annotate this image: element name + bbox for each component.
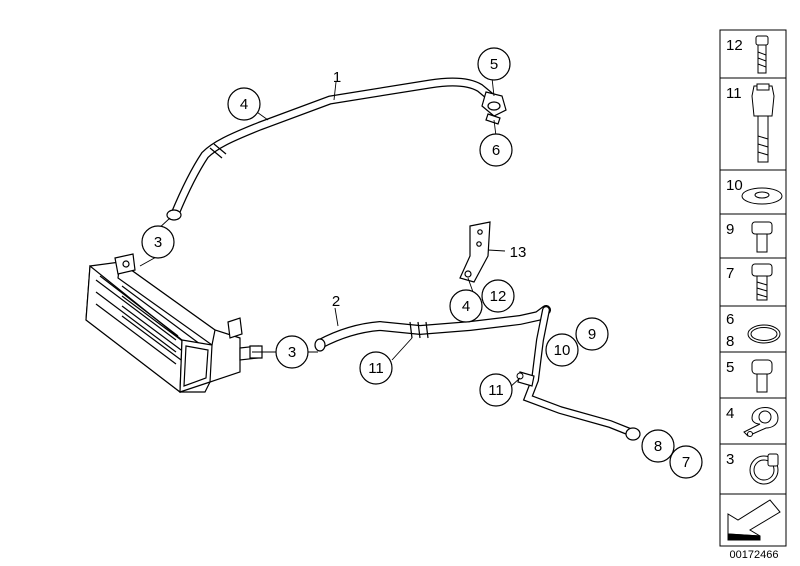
mounting-bracket [459,221,491,283]
svg-text:3: 3 [154,234,162,251]
svg-text:1: 1 [333,69,341,86]
svg-text:3: 3 [726,451,734,468]
legend-row-9: 9 [726,221,773,253]
svg-text:5: 5 [490,56,498,73]
svg-text:4: 4 [462,298,470,315]
callout-2: 2 [332,293,340,310]
callout-4-lower: 4 [449,289,483,323]
legend-row-arrow [727,499,781,541]
svg-text:9: 9 [726,221,734,238]
svg-text:11: 11 [368,360,384,377]
svg-text:11: 11 [726,85,742,102]
callout-3-upper: 3 [141,225,175,259]
callout-11-left: 11 [359,351,393,385]
hose-clamp-icon [749,453,779,485]
svg-text:9: 9 [588,326,596,343]
svg-text:12: 12 [726,37,743,54]
arrow-icon [727,499,781,541]
svg-text:4: 4 [240,96,248,113]
svg-text:10: 10 [554,342,571,359]
svg-text:3: 3 [288,344,296,361]
legend-row-6-8: 6 8 [726,311,781,350]
o-ring-icon [747,324,781,344]
callout-1: 1 [333,69,341,86]
svg-text:13: 13 [510,244,527,261]
callout-11-right: 11 [479,373,513,407]
legend-row-7: 7 [726,263,773,301]
legend-row-12: 12 [726,35,769,74]
svg-text:11: 11 [488,382,504,399]
legend-row-11: 11 [726,83,775,163]
svg-text:12: 12 [490,288,507,305]
svg-text:8: 8 [654,438,662,455]
svg-text:6: 6 [726,311,734,328]
washer-icon [741,187,783,205]
document-number: 00172466 [730,549,779,561]
callout-7: 7 [669,445,703,479]
svg-text:2: 2 [332,293,340,310]
oil-line-upper [166,77,507,221]
svg-text:6: 6 [492,142,500,159]
socket-screw-icon [751,359,773,393]
callout-4-upper: 4 [227,87,261,121]
oil-cooler [85,253,259,394]
svg-text:5: 5 [726,359,734,376]
svg-text:10: 10 [726,177,743,194]
threaded-bolt-icon [751,263,773,301]
legend-row-5: 5 [726,359,773,393]
callout-12: 12 [481,279,515,313]
callout-10: 10 [545,333,579,367]
svg-text:7: 7 [726,265,734,282]
callout-3-lower: 3 [275,335,309,369]
callout-5: 5 [477,47,511,81]
p-clamp-icon [743,407,779,437]
callout-13: 13 [510,244,527,261]
callout-9: 9 [575,317,609,351]
legend-row-3: 3 [726,451,779,485]
bolt-icon [751,221,773,253]
svg-text:4: 4 [726,405,734,422]
standoff-bolt-icon [751,83,775,163]
svg-text:7: 7 [682,454,690,471]
callout-6: 6 [479,133,513,167]
screw-icon [755,35,769,74]
legend-row-4: 4 [726,405,779,437]
legend-row-10: 10 [726,177,783,205]
callout-8: 8 [641,429,675,463]
svg-text:8: 8 [726,333,734,350]
